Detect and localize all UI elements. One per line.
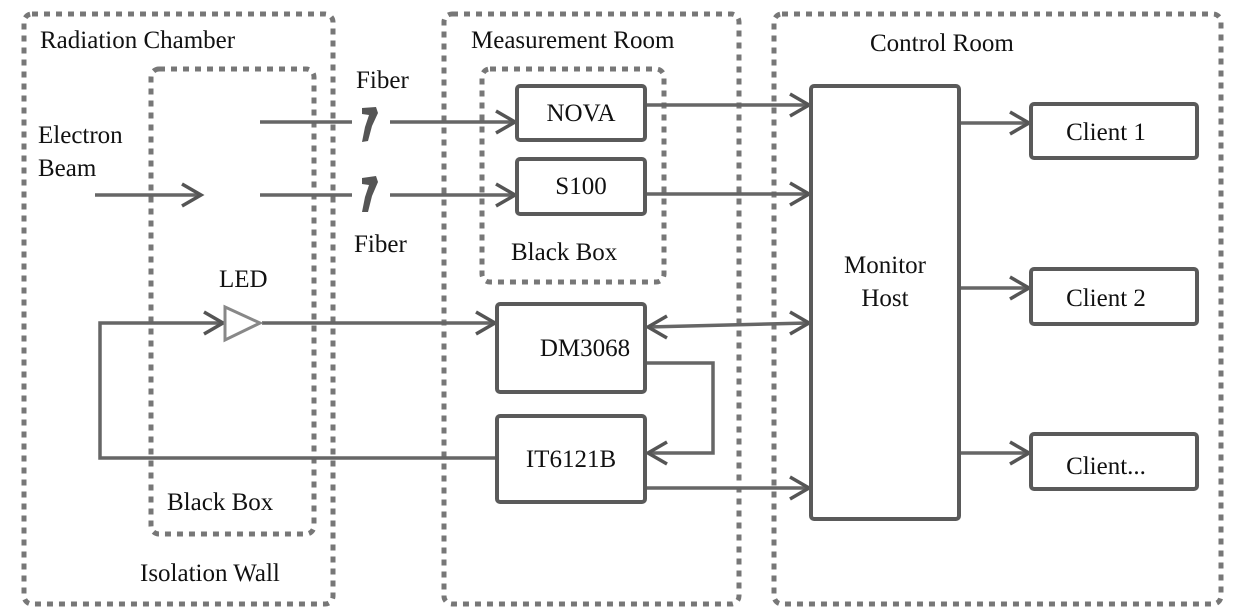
it6121b-label: IT6121B xyxy=(525,446,617,473)
nova-label: NOVA xyxy=(546,100,616,127)
led-feedback-loop-wire xyxy=(98,321,497,460)
monitor-host-label-line1: Monitor xyxy=(844,252,926,279)
nova-box xyxy=(515,84,647,142)
left-black-box-zone xyxy=(148,66,317,537)
inner-black-box-label: Black Box xyxy=(511,239,618,266)
s100-label: S100 xyxy=(555,173,607,200)
client2-box xyxy=(1029,267,1199,326)
measurement-room-zone xyxy=(441,11,742,607)
led-input-arrowhead xyxy=(203,310,227,336)
client-more-label: Client... xyxy=(1066,453,1146,480)
control-room-label: Control Room xyxy=(870,30,1014,57)
s100-box xyxy=(515,157,647,216)
radiation-chamber-label: Radiation Chamber xyxy=(40,27,236,54)
left-black-box-label: Black Box xyxy=(167,489,274,516)
electron-beam-label-line1: Electron xyxy=(38,122,123,149)
client1-label: Client 1 xyxy=(1066,119,1146,146)
it6121b-input-arrowhead xyxy=(644,440,668,466)
measurement-room-label: Measurement Room xyxy=(471,27,675,54)
monitor-host-box xyxy=(809,84,961,521)
wires xyxy=(95,103,1028,490)
client1-box xyxy=(1029,102,1199,160)
fiber-connector-top-icon xyxy=(362,107,378,142)
radiation-chamber-zone xyxy=(21,11,336,607)
fiber-connector-bottom-icon xyxy=(362,176,378,212)
monitor-host-label-line2: Host xyxy=(861,285,909,312)
dm3068-label: DM3068 xyxy=(539,335,631,362)
led-icon xyxy=(223,304,264,343)
isolation-wall-label: Isolation Wall xyxy=(140,560,280,587)
client-more-box xyxy=(1029,432,1199,491)
client2-label: Client 2 xyxy=(1066,285,1146,312)
inner-black-box-zone xyxy=(479,66,667,285)
dm3068-return-arrowhead xyxy=(644,314,668,340)
dm3068-to-it6121b-wire xyxy=(645,361,715,455)
fiber-bottom-label: Fiber xyxy=(354,231,407,258)
it6121b-box xyxy=(495,414,647,504)
electron-beam-label-line2: Beam xyxy=(38,155,97,182)
dm3068-box xyxy=(495,302,647,394)
dm3068-host-wire xyxy=(647,321,809,329)
led-label: LED xyxy=(219,266,268,293)
electron-beam-arrowhead xyxy=(181,182,205,208)
fiber-top-label: Fiber xyxy=(356,67,409,94)
